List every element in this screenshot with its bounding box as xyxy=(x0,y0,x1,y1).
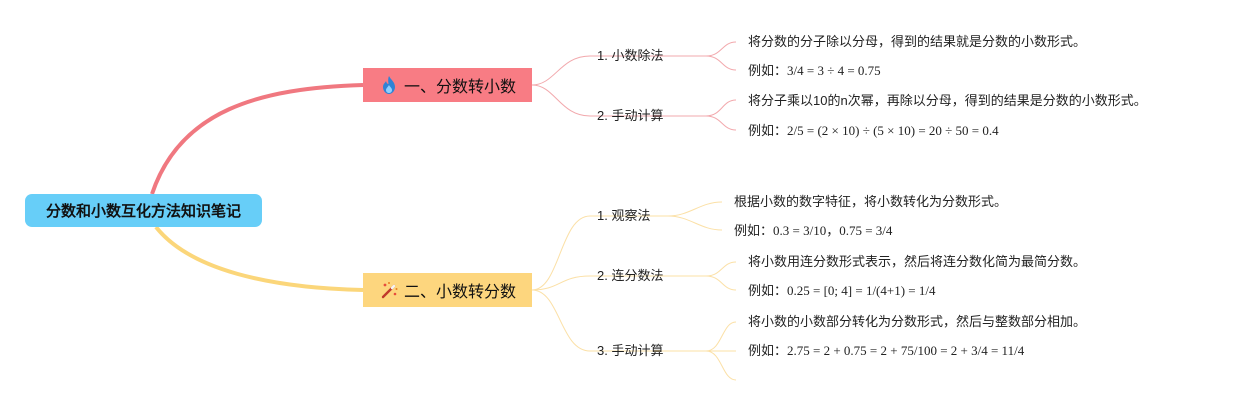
branch-topic-2[interactable]: 二、小数转分数 xyxy=(363,273,532,307)
branch-topic-2-label: 二、小数转分数 xyxy=(403,284,516,301)
leaf-2-2-2-prefix: 例如： xyxy=(748,283,788,298)
leaf-2-1-2-prefix: 例如： xyxy=(734,223,774,238)
branch-2-to-sub-2-line xyxy=(531,275,591,291)
sub-1-1-to-leaf-1-line xyxy=(705,41,737,57)
root-to-branch-2-line xyxy=(154,225,364,292)
subtopic-2-1[interactable]: 1. 观察法 xyxy=(597,208,651,223)
branch-2-to-sub-1-line xyxy=(531,215,591,291)
sub-2-1-to-leaf-1-line xyxy=(667,201,723,217)
branch-1-to-sub-2-line xyxy=(531,84,591,117)
leaf-1-2-2-formula: 2/5 = (2 × 10) ÷ (5 × 10) = 20 ÷ 50 = 0.… xyxy=(787,123,999,138)
leaf-1-1-2-formula: 3/4 = 3 ÷ 4 = 0.75 xyxy=(787,63,881,78)
sub-2-1-to-leaf-2-line xyxy=(667,215,723,231)
leaf-1-2-2-prefix: 例如： xyxy=(748,123,788,138)
leaf-1-1-2-prefix: 例如： xyxy=(748,63,788,78)
magic-wand-icon xyxy=(379,280,399,300)
branch-topic-1[interactable]: 一、分数转小数 xyxy=(363,68,532,102)
leaf-2-3-2[interactable]: 例如：2.75 = 2 + 0.75 = 2 + 75/100 = 2 + 3/… xyxy=(748,343,1024,359)
leaf-2-2-2-formula: 0.25 = [0; 4] = 1/(4+1) = 1/4 xyxy=(787,283,936,298)
leaf-2-3-2-prefix: 例如： xyxy=(748,343,788,358)
leaf-1-2-2[interactable]: 例如：2/5 = (2 × 10) ÷ (5 × 10) = 20 ÷ 50 =… xyxy=(748,123,999,139)
sub-2-2-to-leaf-2-line xyxy=(705,275,737,291)
root-topic-label: 分数和小数互化方法知识笔记 xyxy=(45,203,241,220)
leaf-1-1-2[interactable]: 例如：3/4 = 3 ÷ 4 = 0.75 xyxy=(748,63,881,79)
sub-1-2-to-leaf-2-line xyxy=(705,115,737,131)
sub-2-3-to-leaf-1-line xyxy=(705,321,737,352)
leaf-2-2-1[interactable]: 将小数用连分数形式表示，然后将连分数化简为最简分数。 xyxy=(748,254,1087,269)
subtopic-2-3[interactable]: 3. 手动计算 xyxy=(597,343,664,358)
leaf-2-3-2-formula: 2.75 = 2 + 0.75 = 2 + 75/100 = 2 + 3/4 =… xyxy=(787,343,1025,358)
branch-2-to-sub-3-line xyxy=(531,289,591,352)
branch-topic-1-label: 一、分数转小数 xyxy=(403,79,516,96)
sub-2-2-to-leaf-1-line xyxy=(705,261,737,277)
sub-1-1-to-leaf-2-line xyxy=(705,55,737,71)
fire-icon xyxy=(379,75,399,95)
subtopic-1-1[interactable]: 1. 小数除法 xyxy=(597,48,664,63)
leaf-2-3-1[interactable]: 将小数的小数部分转化为分数形式，然后与整数部分相加。 xyxy=(748,314,1087,329)
leaf-1-2-1[interactable]: 将分子乘以10的n次幂，再除以分母，得到的结果是分数的小数形式。 xyxy=(748,93,1147,108)
sub-2-3-to-leaf-3-line xyxy=(705,350,737,381)
root-to-branch-1-line xyxy=(150,83,364,195)
subtopic-1-2[interactable]: 2. 手动计算 xyxy=(597,108,664,123)
leaf-2-1-1[interactable]: 根据小数的数字特征，将小数转化为分数形式。 xyxy=(734,194,1008,209)
leaf-2-1-2-formula: 0.3 = 3/10，0.75 = 3/4 xyxy=(773,223,893,238)
sub-1-2-to-leaf-1-line xyxy=(705,99,737,117)
leaf-2-1-2[interactable]: 例如：0.3 = 3/10，0.75 = 3/4 xyxy=(734,223,892,239)
root-topic[interactable]: 分数和小数互化方法知识笔记 xyxy=(25,194,262,227)
branch-1-to-sub-1-line xyxy=(531,55,591,86)
subtopic-2-2[interactable]: 2. 连分数法 xyxy=(597,268,664,283)
leaf-2-2-2[interactable]: 例如：0.25 = [0; 4] = 1/(4+1) = 1/4 xyxy=(748,283,936,299)
leaf-1-1-1[interactable]: 将分数的分子除以分母，得到的结果就是分数的小数形式。 xyxy=(748,34,1087,49)
